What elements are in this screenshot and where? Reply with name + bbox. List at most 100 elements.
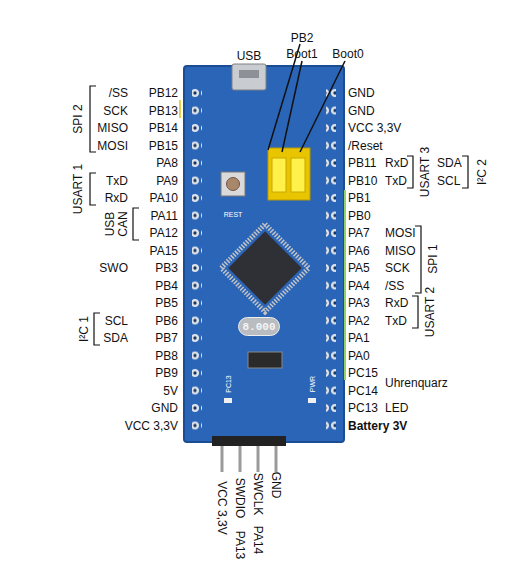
pin-name: PA5 xyxy=(348,262,370,274)
row-marker xyxy=(344,190,346,380)
signal-name: RxD xyxy=(105,192,128,204)
pin-name: PB9 xyxy=(155,367,178,379)
pin-name: GND xyxy=(151,402,178,414)
pin-name: VCC 3,3V xyxy=(348,122,401,134)
pin-name: 5V xyxy=(163,385,178,397)
pin-name: PB10 xyxy=(348,175,377,187)
leader-line xyxy=(282,61,302,152)
pin-name: PB8 xyxy=(155,350,178,362)
pin-name: Battery 3V xyxy=(348,420,407,432)
crystal: 8.000 xyxy=(238,317,280,336)
pcb-board xyxy=(184,66,344,442)
pin-name: PB5 xyxy=(155,297,178,309)
group-bracket xyxy=(415,226,421,293)
leader-line xyxy=(300,61,345,152)
group-bracket xyxy=(94,313,100,345)
signal-name: MOSI xyxy=(97,140,128,152)
regulator xyxy=(248,352,282,368)
group-bracket xyxy=(90,173,96,205)
pin-name: PC15 xyxy=(348,367,378,379)
crystal-body xyxy=(239,318,280,336)
pin-name: PC13 xyxy=(348,402,378,414)
pin-name: PA6 xyxy=(348,245,370,257)
bus-name: CAN xyxy=(117,212,129,237)
pin-name: PA15 xyxy=(150,245,178,257)
jumper-header xyxy=(268,148,310,200)
pin-name: PB14 xyxy=(149,122,178,134)
bus-name: USB xyxy=(104,212,116,237)
signal-name: SCK xyxy=(103,105,128,117)
signal-name: TxD xyxy=(385,315,407,327)
pin-name: PB2 xyxy=(291,32,314,44)
pin-name: PA2 xyxy=(348,315,370,327)
header-pin xyxy=(257,446,260,472)
pin-name: PA10 xyxy=(150,192,178,204)
pin-name: PA9 xyxy=(156,175,178,187)
pin-name: PA4 xyxy=(348,280,370,292)
pin-name: PA8 xyxy=(156,157,178,169)
pin-name: PB3 xyxy=(155,262,178,274)
pin-holes-right xyxy=(326,84,336,434)
row-marker xyxy=(179,100,181,118)
pin-name: PA13 xyxy=(234,531,246,559)
group-bracket xyxy=(90,86,96,152)
pin-name: /Reset xyxy=(348,140,383,152)
connector-label: USB xyxy=(237,50,262,62)
silkscreen-label: REST xyxy=(224,211,243,218)
group-bracket xyxy=(412,296,418,328)
pin-name: PB15 xyxy=(149,140,178,152)
signal-name: SWO xyxy=(99,262,128,274)
jumper-label: Boot0 xyxy=(332,48,363,60)
pin-name: GND xyxy=(270,472,282,499)
bus-name: USART 3 xyxy=(419,147,431,197)
pin-name: GND xyxy=(348,105,375,117)
signal-name: MOSI xyxy=(385,227,416,239)
pin-name: GND xyxy=(348,87,375,99)
bus-name: SPI 1 xyxy=(427,245,439,274)
signal-name: SDA xyxy=(437,157,462,169)
led xyxy=(224,398,232,403)
group-bracket xyxy=(462,156,468,188)
signal-name: RxD xyxy=(385,297,408,309)
signal-name: TxD xyxy=(385,175,407,187)
signal-name: /SS xyxy=(109,87,128,99)
pin-name: PB6 xyxy=(155,315,178,327)
chip-pins xyxy=(221,224,309,312)
bus-name: USART 1 xyxy=(72,164,84,214)
pin-name: SWCLK xyxy=(252,473,264,516)
signal-name: SCK xyxy=(385,262,410,274)
silkscreen-label: PWR xyxy=(309,376,316,392)
pin-name: PC14 xyxy=(348,385,378,397)
pin-name: PA11 xyxy=(150,210,178,222)
pin-name: PA1 xyxy=(348,332,370,344)
bus-name: SPI 2 xyxy=(72,105,84,134)
pin-name: PA12 xyxy=(150,227,178,239)
signal-name: SDA xyxy=(103,332,128,344)
signal-name: /SS xyxy=(385,280,404,292)
signal-name: Uhrenquarz xyxy=(385,377,448,389)
signal-name: RxD xyxy=(385,157,408,169)
bus-name: I²C 1 xyxy=(78,316,90,342)
silkscreen-label: PC13 xyxy=(225,375,232,393)
pin-holes-left xyxy=(192,84,202,434)
pin-name: PB13 xyxy=(149,105,178,117)
pin-name: PA0 xyxy=(348,350,370,362)
signal-name: LED xyxy=(385,402,408,414)
header-pin xyxy=(239,446,242,472)
pin-name: PB12 xyxy=(149,87,178,99)
usb-connector xyxy=(232,64,266,90)
bus-name: USART 2 xyxy=(424,287,436,337)
pin-name: PA3 xyxy=(348,297,370,309)
pin-name: PB4 xyxy=(155,280,178,292)
bus-name: I²C 2 xyxy=(476,159,488,185)
pin-name: VCC 3,3V xyxy=(216,481,228,534)
jumper-cap xyxy=(272,158,286,192)
pin-name: VCC 3,3V xyxy=(125,420,178,432)
signal-name: MISO xyxy=(97,122,128,134)
group-bracket xyxy=(133,208,139,240)
pin-name: PB11 xyxy=(348,157,376,169)
signal-name: TxD xyxy=(106,175,128,187)
reset-button xyxy=(221,172,245,196)
swd-header xyxy=(212,436,286,446)
